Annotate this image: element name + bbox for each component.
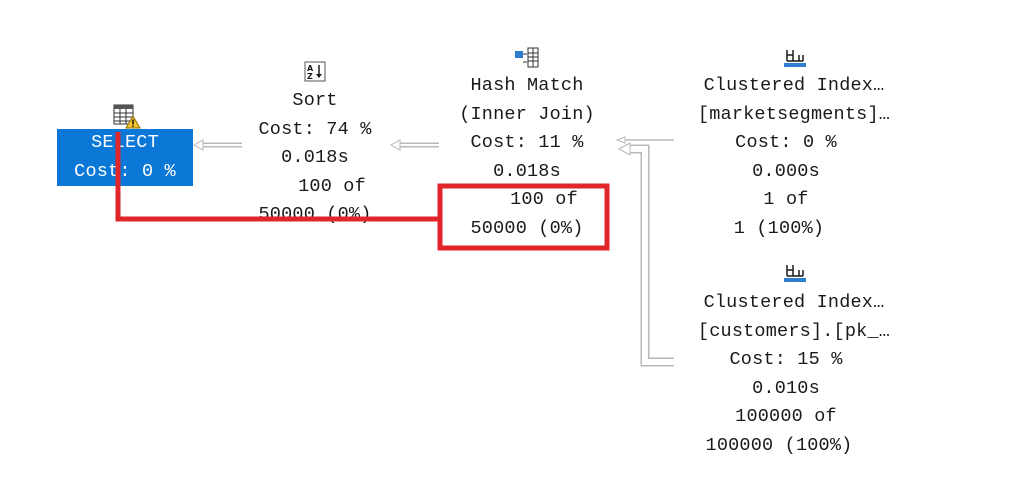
svg-text:Z: Z — [307, 72, 313, 81]
node-rows-estimated: 1 (100%) — [733, 217, 825, 239]
svg-text:A: A — [307, 64, 314, 73]
node-label: Clustered Index… — [703, 292, 885, 313]
connector-index2-to-hashmatch — [617, 142, 674, 367]
node-rows-estimated: 100000 (100%) — [705, 434, 853, 456]
node-object-name: [customers].[pk_… — [697, 320, 891, 342]
node-elapsed-time: 0.010s — [752, 377, 820, 399]
clustered-index-scan-icon — [783, 262, 807, 288]
clustered-index-scan-icon — [783, 47, 807, 73]
plan-node-clustered-index-customers[interactable]: Clustered Index… [customers].[pk_… Cost:… — [676, 289, 912, 461]
plan-node-hash-match[interactable]: Hash Match (Inner Join) Cost: 11 % 0.018… — [438, 72, 616, 244]
select-table-warning-icon — [113, 104, 141, 134]
plan-node-clustered-index-marketsegments[interactable]: Clustered Index… [marketsegments]… Cost:… — [676, 72, 912, 244]
plan-node-select[interactable]: SELECT Cost: 0 % — [57, 129, 193, 186]
node-rows-actual: 100 of — [510, 189, 578, 211]
connector-sort-to-select — [192, 139, 242, 151]
node-elapsed-time: 0.018s — [493, 160, 561, 182]
node-sublabel: (Inner Join) — [459, 103, 595, 125]
hash-match-icon — [514, 47, 540, 73]
highlight-box — [437, 183, 610, 251]
node-label: Clustered Index… — [703, 75, 885, 96]
node-label: SELECT — [91, 132, 159, 153]
node-cost: Cost: 15 % — [729, 349, 843, 371]
node-rows-estimated: 50000 (0%) — [470, 217, 584, 239]
node-elapsed-time: 0.000s — [752, 160, 820, 182]
connector-index1-to-hashmatch — [615, 136, 674, 144]
node-cost: Cost: 11 % — [470, 132, 584, 154]
node-rows-actual: 1 of — [763, 189, 809, 211]
node-rows-actual: 100000 of — [735, 406, 837, 428]
node-object-name: [marketsegments]… — [697, 103, 891, 125]
node-cost: Cost: 0 % — [735, 132, 837, 154]
node-rows-actual: 100 of — [298, 175, 366, 197]
connector-hashmatch-to-sort — [389, 139, 439, 151]
node-cost: Cost: 74 % — [258, 118, 372, 140]
highlight-pointer-line — [115, 132, 440, 222]
sort-az-icon: A Z — [304, 61, 326, 87]
node-label: Sort — [292, 90, 338, 111]
node-label: Hash Match — [470, 75, 584, 96]
node-elapsed-time: 0.018s — [281, 147, 349, 169]
